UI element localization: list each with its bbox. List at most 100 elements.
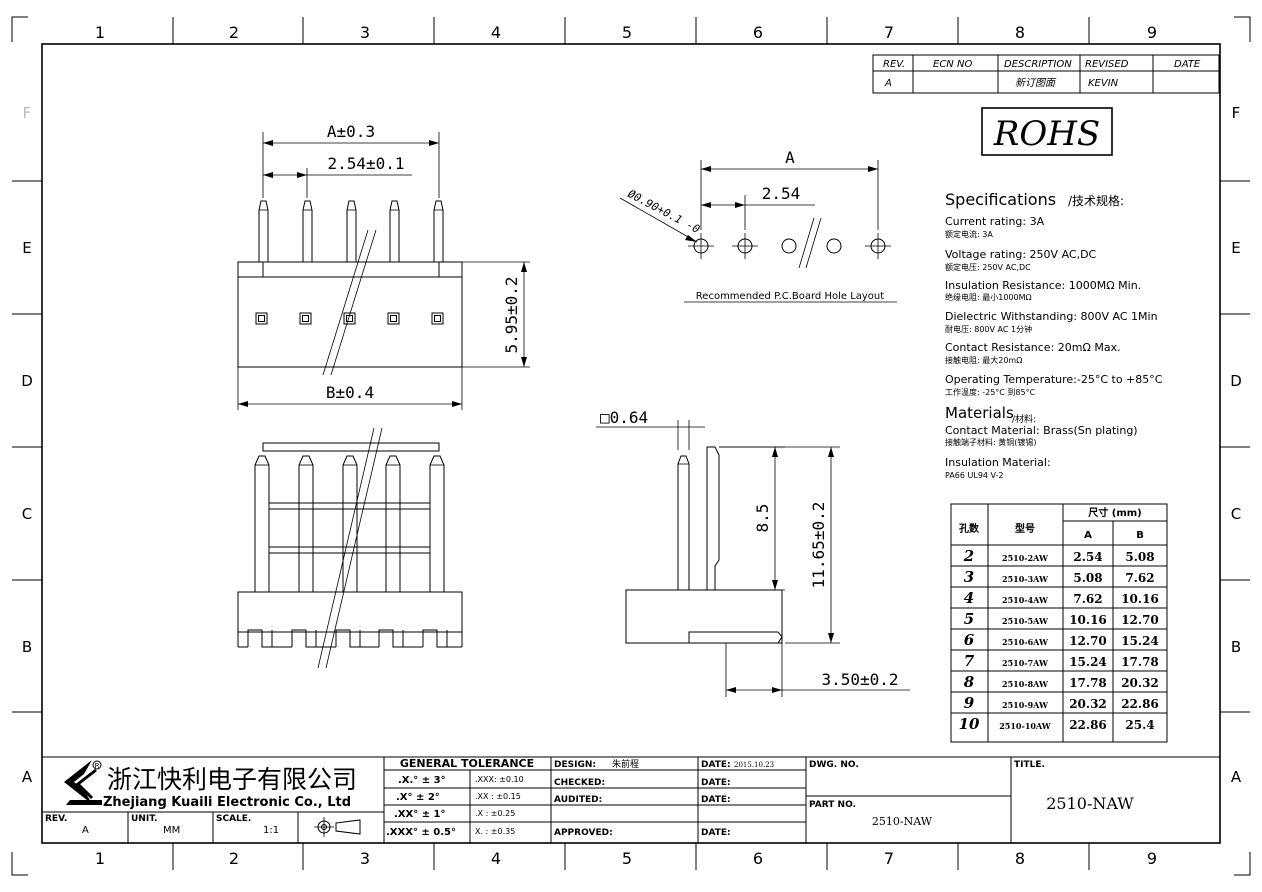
rohs-box: ROHS	[981, 107, 1113, 156]
table-cell-pins: 2	[963, 547, 974, 565]
rohs-label: ROHS	[993, 114, 1100, 154]
row-labels: F E D C B A F E D C B A	[21, 104, 1242, 786]
table-cell-model: 2510-4AW	[1002, 595, 1049, 605]
spec-item-cn: 耐电压: 800V AC 1分钟	[945, 324, 1032, 334]
col-label-top: 4	[491, 23, 501, 42]
col-label-bottom: 8	[1015, 849, 1025, 868]
col-label-top: 1	[95, 23, 105, 42]
material-item-cn: PA66 UL94 V-2	[945, 471, 1004, 480]
date-label: DATE:	[701, 760, 731, 770]
table-cell-b: 7.62	[1125, 571, 1154, 585]
spec-item-en: Dielectric Withstanding: 800V AC 1Min	[945, 310, 1158, 323]
materials-title-cn: /材料:	[1012, 413, 1036, 425]
table-cell-a: 5.08	[1073, 571, 1102, 585]
table-cell-pins: 7	[964, 652, 975, 670]
materials-title: Materials	[945, 404, 1014, 422]
table-cell-pins: 10	[959, 715, 980, 733]
table-cell-pins: 3	[964, 568, 974, 586]
spec-item-en: Contact Resistance: 20mΩ Max.	[945, 341, 1121, 354]
pcb-dim-a-label: A	[785, 148, 795, 167]
hole-diameter-label: Ø0.90+0.1 -0	[626, 187, 703, 236]
col-label-bottom: 9	[1147, 849, 1157, 868]
row-label-left: A	[22, 768, 33, 786]
date-value: 2015.10.23	[734, 761, 774, 769]
rev-label: REV.	[45, 814, 67, 824]
design-value: 朱前程	[612, 758, 639, 770]
table-header-pins: 孔数	[959, 522, 980, 535]
table-cell-a: 7.62	[1073, 592, 1102, 606]
table-cell-model: 2510-6AW	[1002, 637, 1049, 647]
rev-header-rev: REV.	[883, 59, 905, 70]
table-cell-a: 10.16	[1069, 613, 1107, 627]
col-label-bottom: 6	[753, 849, 763, 868]
approved-label: APPROVED:	[554, 828, 613, 838]
row-label-left: B	[22, 638, 32, 656]
audited-label: AUDITED:	[554, 795, 602, 805]
dim-350-label: 3.50±0.2	[821, 670, 898, 689]
material-item-en: Insulation Material:	[945, 456, 1051, 469]
tolerance-angle: .XX° ± 1°	[394, 809, 446, 820]
row-label-right: C	[1231, 505, 1241, 523]
table-cell-b: 12.70	[1121, 613, 1159, 627]
spec-item-en: Operating Temperature:-25°C to +85°C	[945, 373, 1163, 386]
table-cell-b: 22.86	[1121, 697, 1159, 711]
row-label-left: D	[21, 372, 33, 390]
row-label-left: E	[22, 239, 31, 257]
projection-symbol-icon	[314, 817, 361, 837]
col-label-top: 8	[1015, 23, 1025, 42]
rev-header-date: DATE	[1174, 59, 1201, 70]
table-header-b: B	[1136, 530, 1144, 541]
table-header-size: 尺寸 (mm)	[1088, 506, 1141, 519]
table-cell-b: 10.16	[1121, 592, 1159, 606]
column-labels: 1 2 3 4 5 6 7 8 9 1 2 3 4 5 6 7 8 9	[95, 23, 1157, 868]
spec-item-cn: 工作温度: -25°C 到85°C	[945, 387, 1036, 397]
date-label: DATE:	[701, 828, 731, 838]
table-header-a: A	[1084, 530, 1092, 541]
pin-square-label: □0.64	[600, 408, 648, 427]
row-label-right: A	[1231, 768, 1242, 786]
row-label-right: E	[1231, 239, 1240, 257]
pcb-hole-layout: A 2.54 Ø0.90+0.1 -0 Recommended P.C.Boar…	[619, 148, 897, 303]
material-item-cn: 接触端子材料: 黄铜(镀锡)	[945, 437, 1036, 447]
table-cell-model: 2510-2AW	[1002, 553, 1049, 563]
table-cell-b: 17.78	[1121, 655, 1159, 669]
specs-title-cn: /技术规格:	[1068, 193, 1124, 208]
title-label: TITLE.	[1014, 760, 1045, 770]
col-label-bottom: 4	[491, 849, 501, 868]
rev-value-revised: KEVIN	[1088, 78, 1119, 89]
row-label-right: F	[1232, 104, 1241, 122]
pcb-caption: Recommended P.C.Board Hole Layout	[696, 291, 884, 302]
unit-label: UNIT.	[131, 814, 157, 824]
table-cell-pins: 9	[964, 694, 975, 712]
table-cell-model: 2510-10AW	[999, 721, 1052, 731]
table-cell-model: 2510-8AW	[1002, 679, 1049, 689]
dim-pitch-label: 2.54±0.1	[327, 154, 404, 173]
scale-value: 1:1	[263, 825, 279, 836]
col-label-top: 7	[884, 23, 894, 42]
rev-header-revised: REVISED	[1085, 59, 1129, 70]
checked-label: CHECKED:	[554, 778, 605, 788]
col-label-bottom: 2	[229, 849, 239, 868]
company-name-cn: 浙江快利电子有限公司	[107, 765, 357, 794]
spec-item-en: Voltage rating: 250V AC,DC	[945, 248, 1097, 261]
table-cell-a: 17.78	[1069, 676, 1107, 690]
tolerance-linear: .XX : ±0.15	[475, 792, 521, 801]
table-cell-a: 12.70	[1069, 634, 1107, 648]
col-label-top: 9	[1147, 23, 1157, 42]
spec-item-en: Current rating: 3A	[945, 215, 1045, 228]
table-header-model: 型号	[1015, 522, 1035, 535]
table-cell-pins: 6	[964, 631, 975, 649]
table-cell-b: 25.4	[1125, 718, 1154, 732]
table-cell-b: 20.32	[1121, 676, 1159, 690]
table-cell-model: 2510-5AW	[1002, 616, 1049, 626]
side-view: □0.64 8.5 11.65±0.2 3.50±0.2	[596, 408, 910, 697]
table-cell-model: 2510-7AW	[1002, 658, 1049, 668]
table-cell-pins: 8	[964, 673, 975, 691]
table-cell-a: 20.32	[1069, 697, 1107, 711]
dim-height-label: 5.95±0.2	[502, 276, 521, 353]
col-label-top: 6	[753, 23, 763, 42]
row-label-right: D	[1230, 372, 1242, 390]
date-label: DATE:	[701, 795, 731, 805]
spec-item-cn: 额定电流: 3A	[945, 229, 993, 239]
table-cell-model: 2510-3AW	[1002, 574, 1049, 584]
